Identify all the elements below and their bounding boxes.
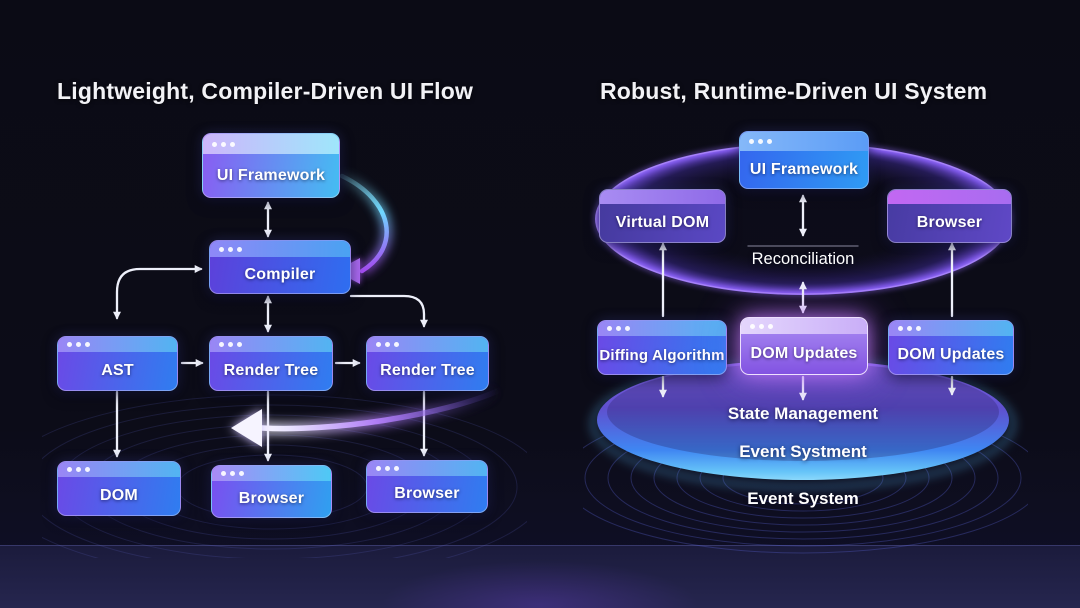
window-titlebar	[210, 241, 350, 257]
node-ast: AST	[57, 336, 178, 391]
window-titlebar	[598, 321, 726, 336]
window-titlebar	[367, 337, 488, 352]
window-titlebar	[741, 318, 867, 334]
window-titlebar	[740, 132, 868, 151]
node-label: Browser	[238, 490, 305, 507]
node-label: Render Tree	[223, 362, 319, 379]
node-label: Virtual DOM	[615, 214, 710, 231]
node-dom: DOM	[57, 461, 181, 516]
node-browser-1: Browser	[211, 465, 332, 518]
node-compiler: Compiler	[209, 240, 351, 294]
window-titlebar	[58, 462, 180, 477]
window-dots-icon	[898, 326, 921, 331]
arrow-compiler-ast	[113, 265, 203, 320]
window-dots-icon	[749, 139, 772, 144]
node-diffing-algorithm: Diffing Algorithm	[597, 320, 727, 375]
window-dots-icon	[376, 466, 399, 471]
window-titlebar	[367, 461, 487, 476]
node-label: AST	[101, 362, 134, 379]
node-label: DOM	[100, 487, 138, 504]
window-titlebar	[889, 321, 1013, 336]
window-titlebar	[212, 466, 331, 481]
node-ui-framework-right: UI Framework	[739, 131, 869, 189]
right-title: Robust, Runtime-Driven UI System	[600, 78, 988, 104]
bottom-glow	[380, 560, 700, 608]
node-label: DOM Updates	[750, 345, 858, 362]
node-label: Compiler	[244, 266, 316, 283]
window-dots-icon	[212, 141, 235, 147]
window-titlebar	[58, 337, 177, 352]
node-browser-right: Browser	[887, 189, 1012, 243]
window-dots-icon	[67, 467, 90, 472]
node-virtual-dom: Virtual DOM	[599, 189, 726, 243]
window-titlebar	[210, 337, 332, 352]
node-dom-updates-center: DOM Updates	[740, 317, 868, 375]
window-dots-icon	[67, 342, 90, 347]
node-label: UI Framework	[749, 160, 859, 178]
window-dots-icon	[607, 326, 630, 331]
window-dots-icon	[376, 342, 399, 347]
left-title: Lightweight, Compiler-Driven UI Flow	[57, 78, 474, 104]
node-label: Diffing Algorithm	[599, 346, 725, 364]
window-dots-icon	[219, 342, 242, 347]
node-label: Browser	[916, 214, 983, 231]
swoosh-feedback-arrow	[231, 384, 503, 447]
reconciliation-label: Reconciliation	[751, 250, 855, 268]
bottom-band	[0, 545, 1080, 608]
bottom-disc	[591, 359, 1015, 489]
event-systment-label: Event Systment	[739, 442, 867, 461]
node-label: DOM Updates	[897, 346, 1005, 363]
window-dots-icon	[221, 471, 244, 476]
node-label: Render Tree	[380, 362, 475, 379]
window-dots-icon	[219, 246, 242, 252]
node-render-tree-2: Render Tree	[366, 336, 489, 391]
arrow-compiler-rendertree2	[349, 294, 428, 328]
node-render-tree-1: Render Tree	[209, 336, 333, 391]
node-browser-2: Browser	[366, 460, 488, 513]
state-management-label: State Management	[727, 404, 879, 423]
window-dots-icon	[750, 323, 773, 329]
window-titlebar	[203, 134, 339, 154]
node-label: UI Framework	[216, 166, 326, 184]
window-titlebar	[600, 190, 725, 204]
window-titlebar	[888, 190, 1011, 204]
node-ui-framework-left: UI Framework	[202, 133, 340, 198]
right-connectors	[659, 194, 956, 401]
event-system-label: Event System	[747, 489, 859, 508]
node-label: Browser	[394, 485, 460, 502]
node-dom-updates-right: DOM Updates	[888, 320, 1014, 375]
